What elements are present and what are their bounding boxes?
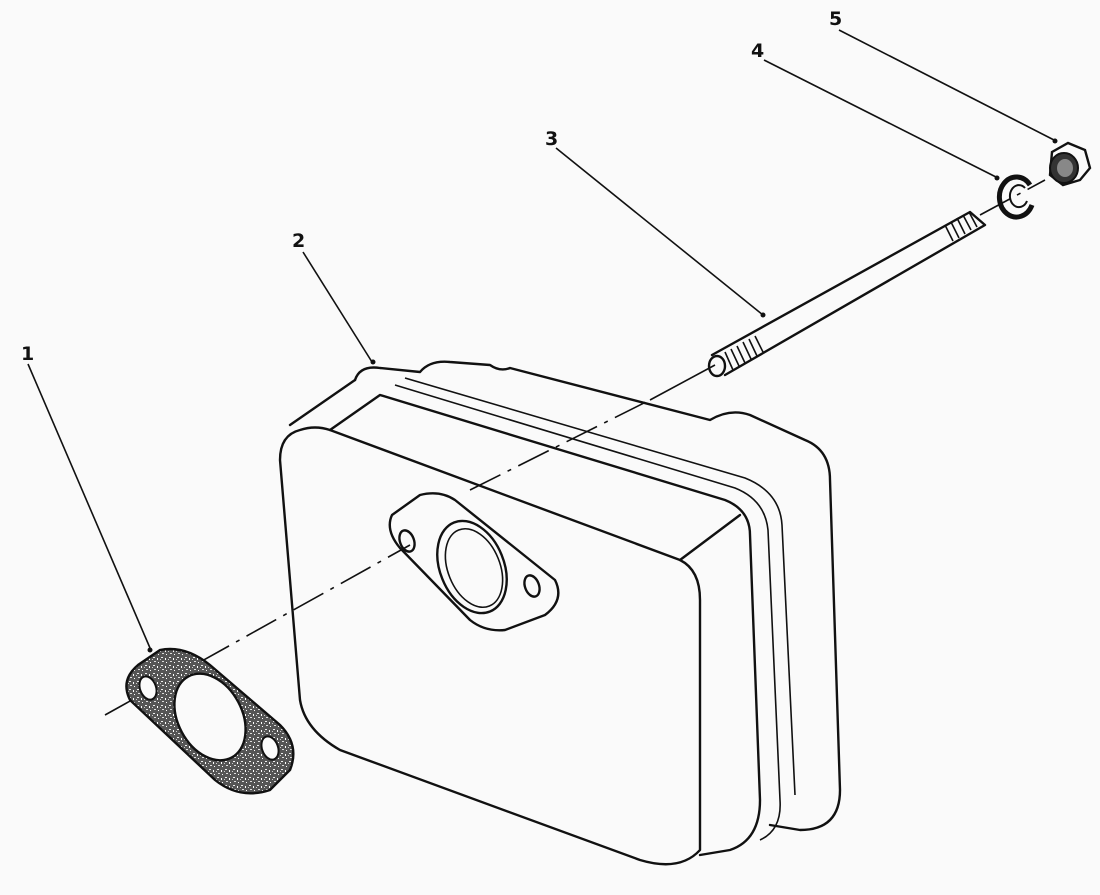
nut [1048, 141, 1092, 187]
assembly-axis-lines [104, 179, 1046, 716]
muffler-body [278, 360, 842, 866]
stud [707, 210, 987, 378]
gasket [125, 647, 295, 795]
lock-washer [996, 174, 1035, 220]
callout-4-lock-washer: 4 [751, 40, 765, 62]
callout-3-stud: 3 [545, 128, 559, 150]
callout-5-nut: 5 [829, 8, 843, 30]
callout-1-gasket: 1 [21, 343, 35, 365]
leader-lines [27, 29, 1058, 653]
callout-2-muffler: 2 [292, 230, 306, 252]
